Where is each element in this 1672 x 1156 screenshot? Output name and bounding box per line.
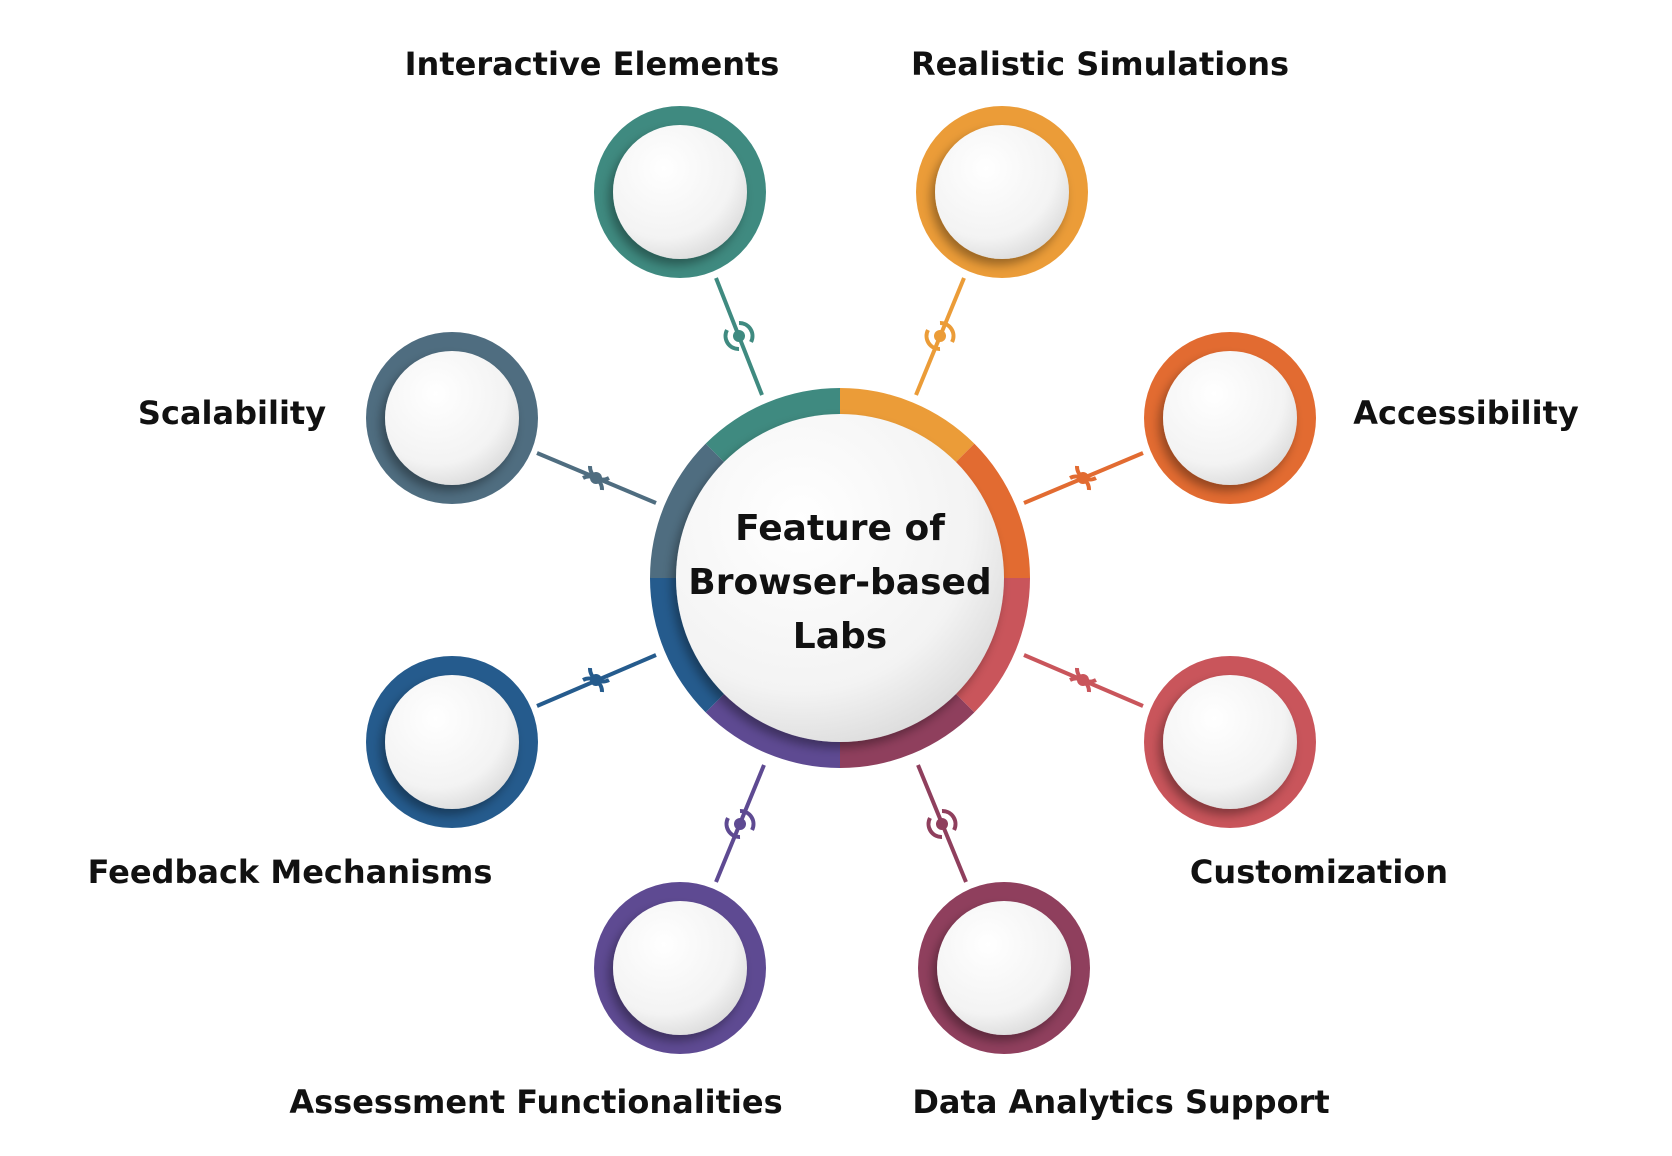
connector-interactive-elements [714, 277, 764, 396]
hub-title-line-1: Feature of [735, 508, 945, 549]
disc-data-analytics-support [937, 901, 1071, 1035]
label-assessment-functionalities: Assessment Functionalities [289, 1083, 782, 1121]
node-assessment-functionalities [594, 882, 766, 1054]
label-interactive-elements: Interactive Elements [405, 45, 780, 83]
hub-title-line-3: Labs [793, 616, 887, 657]
disc-scalability [385, 351, 519, 485]
disc-customization [1163, 675, 1297, 809]
disc-feedback-mechanisms [385, 675, 519, 809]
disc-realistic-simulations [935, 125, 1069, 259]
label-accessibility: Accessibility [1353, 394, 1579, 432]
node-accessibility [1144, 332, 1316, 504]
node-scalability [366, 332, 538, 504]
connector-data-analytics-support [916, 764, 968, 883]
connector-scalability [536, 451, 657, 505]
disc-accessibility [1163, 351, 1297, 485]
node-realistic-simulations [916, 106, 1088, 278]
connectors [536, 277, 1144, 883]
label-scalability: Scalability [138, 394, 326, 432]
hub-title-line-2: Browser-based [688, 562, 991, 603]
feature-nodes [366, 106, 1316, 1054]
central-hub: Feature of Browser-based Labs [650, 388, 1030, 768]
label-data-analytics-support: Data Analytics Support [912, 1083, 1329, 1121]
hub-disc [676, 414, 1004, 742]
node-customization [1144, 656, 1316, 828]
label-feedback-mechanisms: Feedback Mechanisms [88, 853, 493, 891]
disc-assessment-functionalities [613, 901, 747, 1035]
connector-assessment-functionalities [714, 764, 766, 883]
node-interactive-elements [594, 106, 766, 278]
connector-feedback-mechanisms [536, 653, 657, 708]
connector-accessibility [1023, 451, 1144, 505]
node-feedback-mechanisms [366, 656, 538, 828]
node-data-analytics-support [918, 882, 1090, 1054]
connector-realistic-simulations [914, 277, 966, 396]
disc-interactive-elements [613, 125, 747, 259]
label-customization: Customization [1190, 853, 1448, 891]
label-realistic-simulations: Realistic Simulations [911, 45, 1289, 83]
feature-labels: Interactive Elements Realistic Simulatio… [88, 45, 1579, 1121]
connector-customization [1023, 653, 1144, 708]
